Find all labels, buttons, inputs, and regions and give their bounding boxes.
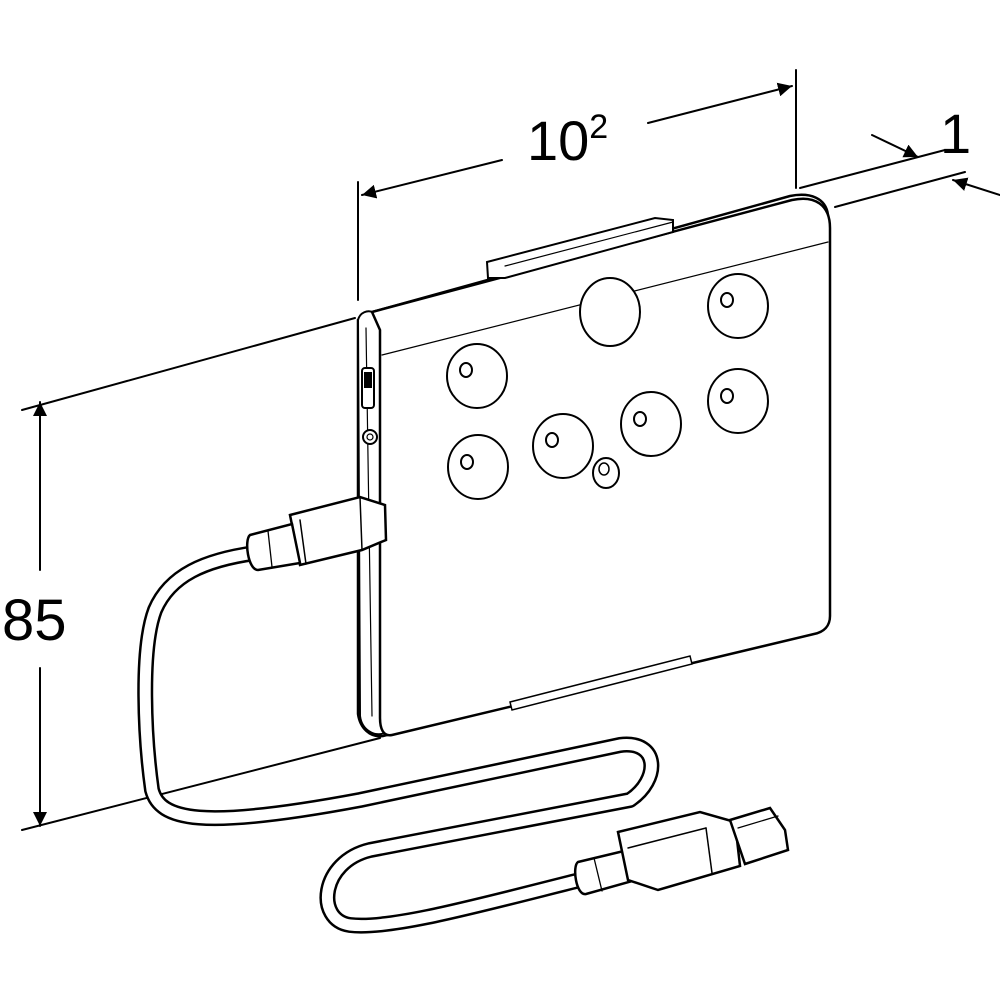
usb-a-housing — [616, 810, 742, 892]
width-value: 102 — [527, 108, 608, 172]
micro-plug-strain-relief — [246, 522, 302, 572]
usb-a-housing-edge — [627, 827, 707, 849]
side-jack-inner — [366, 433, 374, 441]
usb-a-strain-relief — [574, 848, 638, 896]
thickness-dimension: 1 — [799, 102, 1000, 208]
thickness-extension-line-front — [799, 149, 946, 189]
small-port-pin — [598, 462, 610, 476]
strain-relief-ring — [267, 530, 273, 568]
led-port-pin — [460, 454, 474, 470]
led-port-ring — [447, 434, 509, 500]
led-port-1 — [446, 343, 508, 409]
led-port-2 — [447, 434, 509, 500]
led-port-ring — [707, 273, 769, 339]
led-port-pin — [545, 432, 559, 448]
height-value: 85 — [2, 588, 67, 653]
height-dimension: 85 — [2, 317, 381, 831]
cable-fill — [139, 547, 657, 932]
led-port-ring — [532, 413, 594, 479]
led-port-4 — [620, 391, 682, 457]
thickness-extension-line-back — [834, 171, 966, 208]
width-arrow-right — [647, 82, 793, 124]
led-port-ring — [620, 391, 682, 457]
led-port-6 — [707, 273, 769, 339]
top-clip-edge — [504, 221, 674, 267]
usb-a-housing-edge2 — [705, 827, 713, 874]
usb-a-plug — [574, 806, 790, 896]
thickness-value: 1 — [940, 102, 971, 165]
usb-a-strain-ring — [593, 857, 603, 892]
thickness-arrow-right — [952, 177, 1000, 196]
led-port-5 — [707, 368, 769, 434]
top-clip — [485, 216, 674, 279]
micro-plug-edge — [359, 496, 363, 551]
height-extension-line-top — [21, 317, 356, 411]
led-port-ring — [446, 343, 508, 409]
led-port-pin — [720, 388, 734, 404]
usb-a-tip-edge — [737, 815, 779, 829]
width-arrow-left — [361, 159, 503, 199]
side-switch-knob — [364, 372, 372, 388]
small-port — [592, 457, 620, 489]
led-port-pin — [720, 292, 734, 308]
bottom-rail — [509, 655, 693, 711]
led-port-3 — [532, 413, 594, 479]
width-dimension: 102 — [357, 69, 797, 301]
usb-cable — [137, 545, 660, 934]
led-port-pin — [633, 411, 647, 427]
device — [356, 193, 832, 738]
thickness-arrow-left — [871, 134, 919, 158]
height-extension-line-bottom — [21, 737, 381, 831]
micro-plug-seam — [299, 519, 307, 565]
micro-usb-plug — [246, 495, 388, 572]
led-port-pin — [459, 362, 473, 378]
led-port-ring — [707, 368, 769, 434]
usb-a-metal-tip — [728, 806, 790, 866]
round-button — [579, 277, 641, 347]
